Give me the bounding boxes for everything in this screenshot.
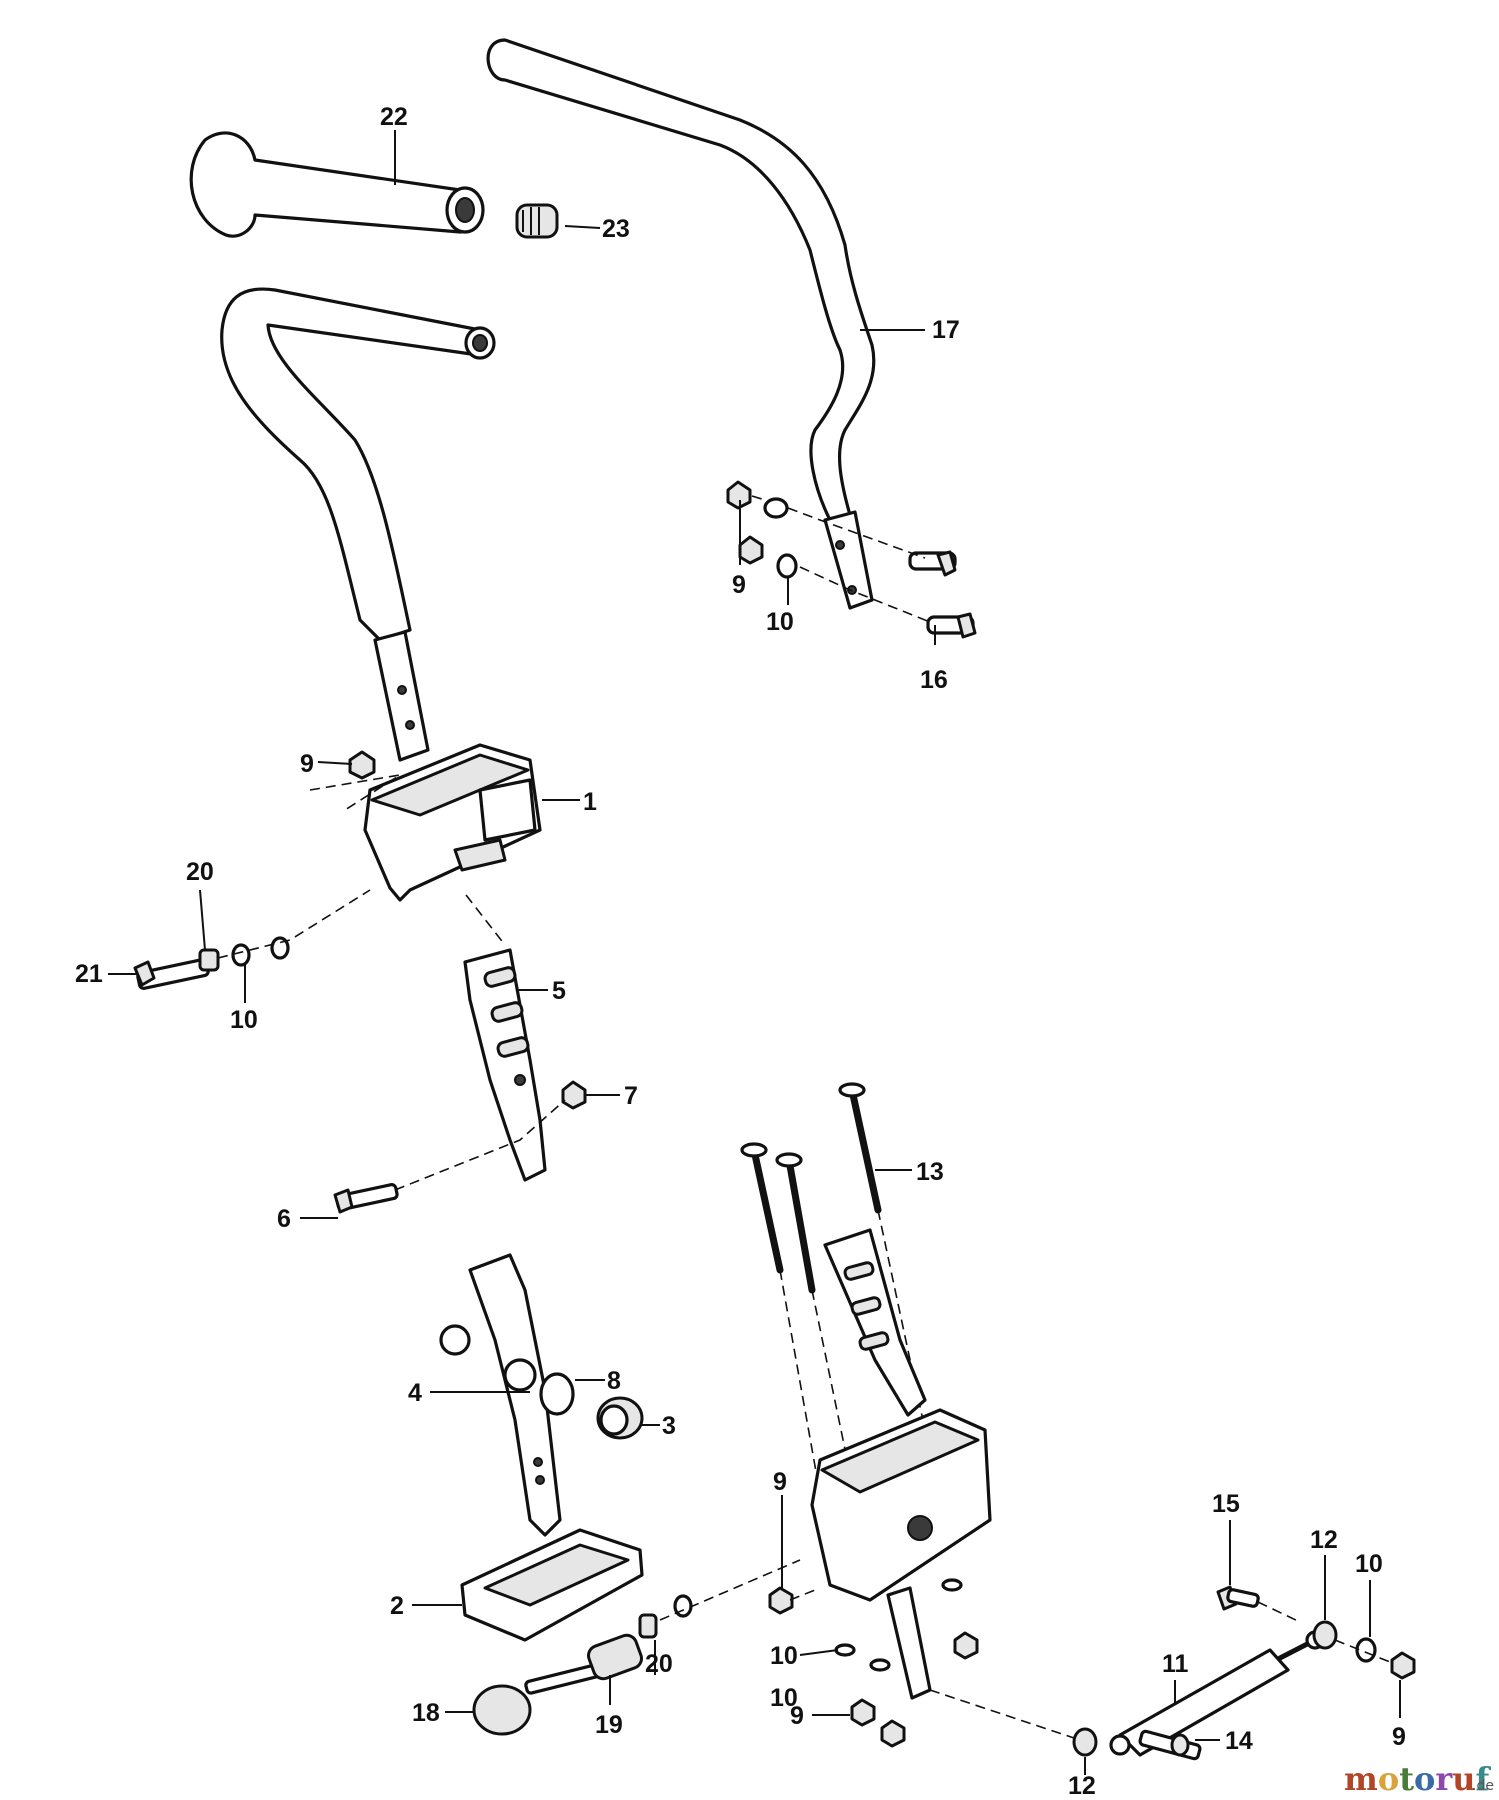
callout-6: 6 bbox=[277, 1205, 291, 1233]
part-8-ring bbox=[539, 1372, 575, 1416]
left-handle-tube bbox=[220, 287, 496, 762]
part-14-pin bbox=[1138, 1729, 1202, 1761]
part-3-bushing bbox=[596, 1396, 644, 1440]
callout-labels: 22 23 17 9 10 16 9 1 20 21 10 5 7 6 13 8… bbox=[75, 103, 1406, 1800]
watermark-logo: motoruf .de bbox=[1344, 1760, 1494, 1798]
assembled-bracket-unit bbox=[768, 1228, 1081, 1748]
part-15-bolt bbox=[1216, 1585, 1301, 1623]
callout-10: 10 bbox=[766, 608, 794, 636]
lever-fasteners bbox=[333, 1080, 587, 1214]
callout-12: 12 bbox=[1068, 1772, 1096, 1800]
callout-10: 10 bbox=[770, 1684, 798, 1712]
part-5-adjust-lever bbox=[463, 894, 547, 1182]
callout-17: 17 bbox=[932, 316, 960, 344]
part-4-lever-arm bbox=[439, 1253, 562, 1537]
part-22-handle-tube bbox=[189, 131, 485, 238]
callout-15: 15 bbox=[1212, 1490, 1240, 1518]
part-23-plug bbox=[515, 203, 559, 239]
callout-14: 14 bbox=[1225, 1727, 1253, 1755]
part-20-spring bbox=[638, 1559, 801, 1639]
right-handle-fasteners bbox=[726, 480, 977, 639]
part-2-base-plate bbox=[460, 1528, 644, 1642]
callout-22: 22 bbox=[380, 103, 408, 131]
callout-19: 19 bbox=[595, 1711, 623, 1739]
callout-1: 1 bbox=[583, 788, 597, 816]
callout-10: 10 bbox=[230, 1006, 258, 1034]
callout-18: 18 bbox=[412, 1699, 440, 1727]
callout-3: 3 bbox=[662, 1412, 676, 1440]
callout-11: 11 bbox=[1162, 1650, 1189, 1678]
callout-9: 9 bbox=[1392, 1723, 1406, 1751]
leader-lines bbox=[108, 130, 1401, 1775]
watermark-suffix: .de bbox=[1472, 1778, 1494, 1794]
callout-10: 10 bbox=[770, 1642, 798, 1670]
strut-washer-nut bbox=[1334, 1637, 1416, 1680]
callout-13: 13 bbox=[916, 1158, 944, 1186]
part-19-spacer bbox=[587, 1633, 643, 1681]
callout-21: 21 bbox=[75, 960, 103, 988]
callout-9: 9 bbox=[300, 750, 314, 778]
svg-text:motoruf: motoruf bbox=[1344, 1760, 1491, 1798]
callout-9: 9 bbox=[732, 571, 746, 599]
callout-8: 8 bbox=[607, 1367, 621, 1395]
callout-7: 7 bbox=[624, 1082, 638, 1110]
callout-23: 23 bbox=[602, 215, 630, 243]
part-1-handle-bracket bbox=[309, 743, 542, 902]
callout-20: 20 bbox=[186, 858, 214, 886]
callout-2: 2 bbox=[390, 1592, 404, 1620]
callout-12: 12 bbox=[1310, 1526, 1338, 1554]
callout-4: 4 bbox=[408, 1379, 422, 1407]
callout-16: 16 bbox=[920, 666, 948, 694]
part-12-nut bbox=[1072, 1620, 1338, 1757]
callout-5: 5 bbox=[552, 977, 566, 1005]
callout-9: 9 bbox=[790, 1702, 804, 1730]
part-17-handle-tube bbox=[486, 38, 876, 610]
callout-20: 20 bbox=[645, 1650, 673, 1678]
upper-left-fasteners bbox=[133, 889, 371, 990]
callout-9: 9 bbox=[773, 1468, 787, 1496]
callout-10: 10 bbox=[1355, 1550, 1383, 1578]
